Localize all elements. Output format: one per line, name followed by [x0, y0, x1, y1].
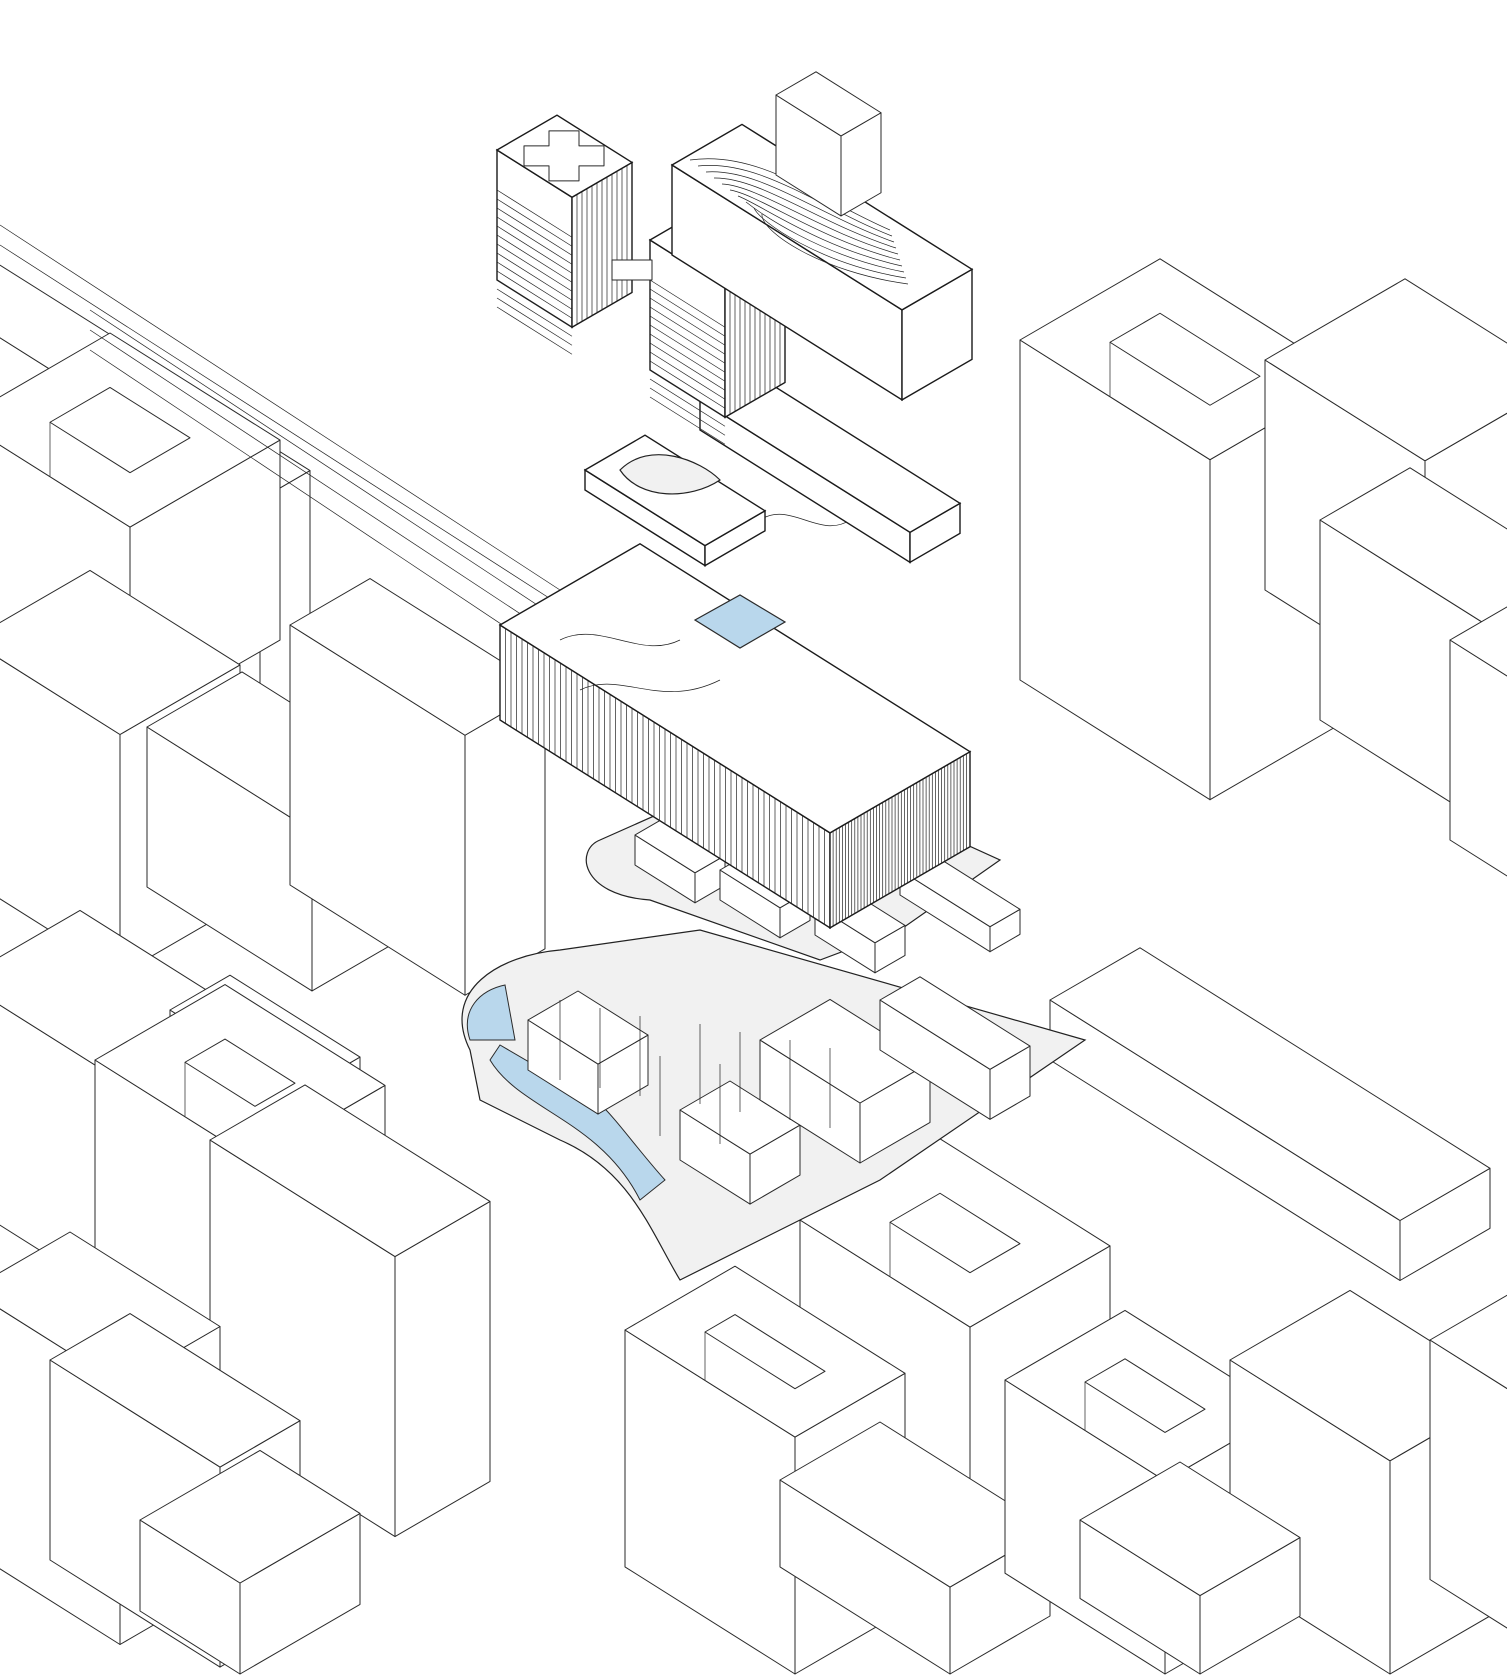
tower-floor-line [496, 297, 573, 346]
tower-floor-line [496, 306, 573, 355]
context-buildings [0, 258, 1507, 1675]
building-roof [1264, 278, 1507, 462]
tower-floor-line [496, 225, 573, 274]
tower-floor-line [649, 324, 726, 373]
towers-layer [495, 71, 974, 445]
rail-track-line [89, 329, 561, 641]
terrace-line [705, 171, 895, 243]
building-roof [1429, 1294, 1507, 1390]
building-roof [0, 569, 241, 735]
podium-layer [498, 514, 972, 930]
courtyard-opening [889, 1192, 1021, 1274]
courtyard-pool [693, 594, 787, 649]
tower-floor-line [496, 288, 573, 337]
courtyard-opening [184, 1038, 296, 1107]
courtyard-opening [49, 386, 191, 474]
tower-floor-line [649, 396, 726, 445]
tower-floor-line [496, 216, 573, 265]
context-building [1429, 1294, 1507, 1629]
terrace-line [745, 201, 905, 273]
ground-level-layer [461, 929, 1087, 1281]
context-building [139, 1449, 361, 1675]
tower-floor-line [649, 306, 726, 355]
tower-floor-line [649, 333, 726, 382]
context-building [289, 578, 546, 996]
tower-floor-line [496, 270, 573, 319]
building-roof [209, 1084, 491, 1258]
tower-floor-line [649, 342, 726, 391]
building-roof [49, 1313, 301, 1468]
roof-lantern [634, 817, 726, 904]
tower-floor-line [496, 198, 573, 247]
skybridge [611, 259, 653, 281]
building-roof [1079, 1461, 1301, 1597]
tower-floor-line [496, 243, 573, 292]
tower-floor-line [649, 387, 726, 436]
building-side-face [1429, 1339, 1507, 1629]
tower-floor-line [496, 261, 573, 310]
shed-roof [899, 852, 1021, 953]
tower-floor-line [649, 369, 726, 418]
tower-floor-line [496, 252, 573, 301]
tower-floor-line [649, 279, 726, 328]
tower-floor-line [496, 279, 573, 328]
tower-floor-line [649, 297, 726, 346]
terrace-line [753, 207, 907, 279]
building-roof [527, 990, 649, 1065]
terrace-line [737, 195, 903, 267]
pavilion [527, 990, 649, 1115]
pavilion [679, 1080, 801, 1205]
courtyard-opening [1109, 312, 1261, 406]
tower-annex [775, 71, 882, 217]
courtyard-opening [1084, 1358, 1206, 1433]
building-roof [1449, 606, 1507, 677]
building-roof [775, 71, 882, 137]
upper-deck-layer [583, 370, 962, 567]
terrace-line [713, 177, 897, 249]
terrace-line [729, 189, 901, 261]
terrace-line [697, 164, 893, 237]
rail-track-line [89, 309, 561, 621]
building-front-face [394, 1200, 491, 1538]
upper-deck-block [698, 370, 962, 564]
tower-floor-line [649, 351, 726, 400]
context-building [1449, 606, 1507, 877]
rock-garden [619, 454, 721, 495]
planter-path [559, 514, 851, 692]
building-roof [1049, 947, 1491, 1221]
pavilion [879, 976, 1031, 1120]
terrace-line [721, 183, 899, 255]
tower-floor-line [649, 288, 726, 337]
tower-floor-line [649, 378, 726, 427]
tower-floor-line [649, 360, 726, 409]
exploded-building-layers [461, 71, 1087, 1281]
building-roof [1319, 467, 1507, 628]
rail-track-line [0, 224, 561, 591]
tower-floor-line [496, 207, 573, 256]
building-roof [879, 976, 1031, 1070]
tower-floor-line [649, 315, 726, 364]
building-roof [139, 1449, 361, 1584]
building-side-face [1449, 639, 1507, 877]
courtyard-opening [704, 1314, 826, 1390]
tower-west [495, 114, 634, 355]
tower-floor-line [496, 234, 573, 283]
railway-lines [0, 224, 561, 651]
water-feature [466, 984, 516, 1041]
tower-floor-line [496, 189, 573, 238]
context-building [1049, 947, 1491, 1281]
context-building [1079, 1461, 1301, 1675]
cross-roof [523, 130, 605, 182]
rail-track-line [89, 349, 541, 651]
rail-track-line [0, 244, 561, 606]
terrace-line [761, 213, 909, 285]
